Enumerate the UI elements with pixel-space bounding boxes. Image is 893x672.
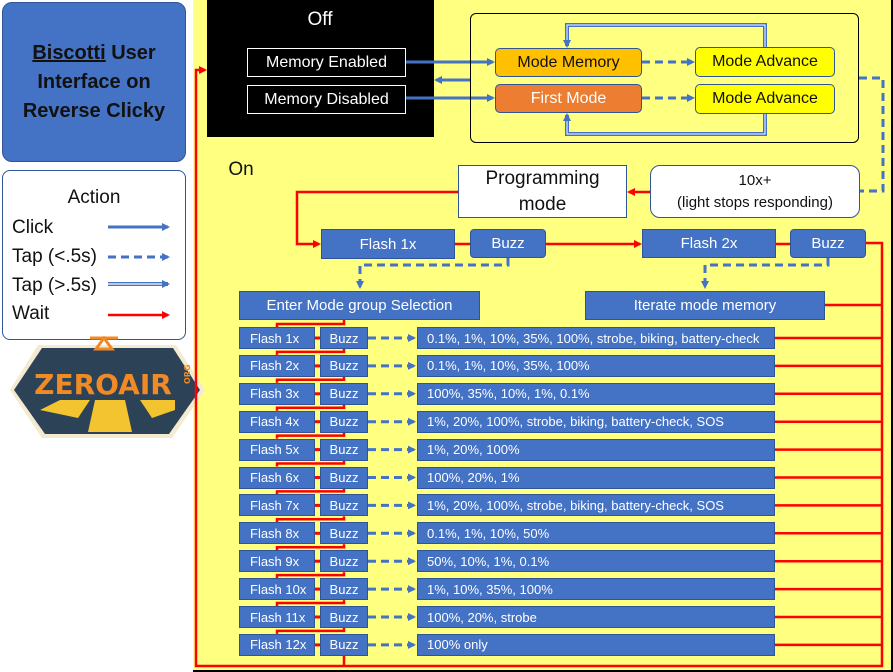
legend-click: Click bbox=[12, 217, 54, 238]
flash-count-box: Flash 2x bbox=[239, 354, 315, 377]
mode-group-values: 1%, 20%, 100%, strobe, biking, battery-c… bbox=[417, 494, 775, 517]
buzz-box: Buzz bbox=[320, 466, 368, 489]
flash-count-box: Flash 10x bbox=[239, 578, 315, 601]
buzz-box: Buzz bbox=[320, 410, 368, 433]
first-mode-box: First Mode bbox=[495, 84, 642, 113]
mode-group-values: 100%, 20%, strobe bbox=[417, 606, 775, 628]
legend-heading: Action bbox=[67, 187, 121, 208]
wait-line bbox=[275, 488, 346, 495]
ten-clicks-note: (light stops responding) bbox=[677, 193, 833, 211]
wait-line bbox=[275, 349, 346, 355]
wait-line bbox=[275, 404, 346, 411]
title-underlined: Biscotti bbox=[32, 41, 106, 64]
mode-group-values: 1%, 20%, 100% bbox=[417, 438, 775, 461]
flash-2x-box: Flash 2x bbox=[642, 229, 776, 258]
title-text: User bbox=[105, 41, 156, 64]
title-line2: Interface on bbox=[37, 70, 151, 93]
memory-disabled-box: Memory Disabled bbox=[247, 85, 406, 114]
flash-1x-box: Flash 1x bbox=[321, 229, 455, 259]
flash-count-box: Flash 6x bbox=[239, 466, 315, 489]
title-line3: Reverse Clicky bbox=[22, 99, 166, 122]
off-label: Off bbox=[307, 9, 333, 30]
flash-count-box: Flash 11x bbox=[239, 606, 315, 628]
programming-mode-box: Programming mode bbox=[458, 165, 627, 218]
buzz-box: Buzz bbox=[320, 327, 368, 349]
title-box: Biscotti User Interface on Reverse Click… bbox=[2, 2, 186, 162]
ten-clicks-label: 10x+ bbox=[738, 171, 772, 189]
mode-group-values: 0.1%, 1%, 10%, 35%, 100% bbox=[417, 354, 775, 377]
wait-line bbox=[275, 432, 346, 439]
off-region bbox=[207, 0, 434, 137]
memory-enabled-box: Memory Enabled bbox=[247, 48, 406, 77]
iterate-mode-memory-box: Iterate mode memory bbox=[585, 291, 825, 320]
mode-group-values: 100%, 35%, 10%, 1%, 0.1% bbox=[417, 382, 775, 405]
legend-tap-short: Tap (<.5s) bbox=[12, 246, 98, 267]
flash-count-box: Flash 5x bbox=[239, 438, 315, 461]
buzz-box: Buzz bbox=[320, 354, 368, 377]
mode-group-values: 0.1%, 1%, 10%, 35%, 100%, strobe, biking… bbox=[417, 327, 775, 349]
buzz-box: Buzz bbox=[320, 606, 368, 628]
mode-group-values: 100% only bbox=[417, 633, 775, 656]
legend-wait: Wait bbox=[12, 303, 50, 324]
wait-line bbox=[275, 320, 346, 327]
mode-advance-box: Mode Advance bbox=[695, 84, 835, 114]
wait-line bbox=[275, 516, 346, 523]
mode-group-values: 50%, 10%, 1%, 0.1% bbox=[417, 550, 775, 573]
flash-count-box: Flash 9x bbox=[239, 550, 315, 573]
flash-count-box: Flash 3x bbox=[239, 382, 315, 405]
buzz-box: Buzz bbox=[320, 522, 368, 545]
mode-group-values: 1%, 10%, 35%, 100% bbox=[417, 578, 775, 601]
wait-line bbox=[275, 628, 346, 634]
on-label: On bbox=[228, 159, 254, 180]
enter-mode-group-box: Enter Mode group Selection bbox=[239, 291, 480, 320]
mode-memory-box: Mode Memory bbox=[495, 48, 642, 77]
mode-frame bbox=[470, 13, 859, 143]
buzz-box: Buzz bbox=[790, 229, 866, 258]
buzz-box: Buzz bbox=[470, 229, 546, 258]
flash-count-box: Flash 8x bbox=[239, 522, 315, 545]
flash-count-box: Flash 4x bbox=[239, 410, 315, 433]
ten-clicks-box: 10x+ (light stops responding) bbox=[650, 165, 860, 218]
wait-line bbox=[275, 376, 346, 383]
flash-count-box: Flash 7x bbox=[239, 494, 315, 517]
wait-line bbox=[275, 544, 346, 551]
buzz-box: Buzz bbox=[320, 438, 368, 461]
buzz-box: Buzz bbox=[320, 494, 368, 517]
mode-group-values: 100%, 20%, 1% bbox=[417, 466, 775, 489]
legend: Action Click Tap (<.5s) Tap (>.5s) Wait bbox=[2, 170, 186, 340]
mode-group-values: 0.1%, 1%, 10%, 50% bbox=[417, 522, 775, 545]
buzz-box: Buzz bbox=[320, 578, 368, 601]
legend-tap-long: Tap (>.5s) bbox=[12, 275, 98, 296]
wait-line bbox=[275, 460, 346, 467]
wait-line bbox=[275, 600, 346, 606]
buzz-box: Buzz bbox=[320, 633, 368, 656]
buzz-box: Buzz bbox=[320, 382, 368, 405]
flash-count-box: Flash 12x bbox=[239, 633, 315, 656]
wait-line bbox=[275, 572, 346, 579]
flash-count-box: Flash 1x bbox=[239, 327, 315, 349]
buzz-box: Buzz bbox=[320, 550, 368, 573]
mode-group-values: 1%, 20%, 100%, strobe, biking, battery-c… bbox=[417, 410, 775, 433]
mode-advance-box: Mode Advance bbox=[695, 47, 835, 77]
